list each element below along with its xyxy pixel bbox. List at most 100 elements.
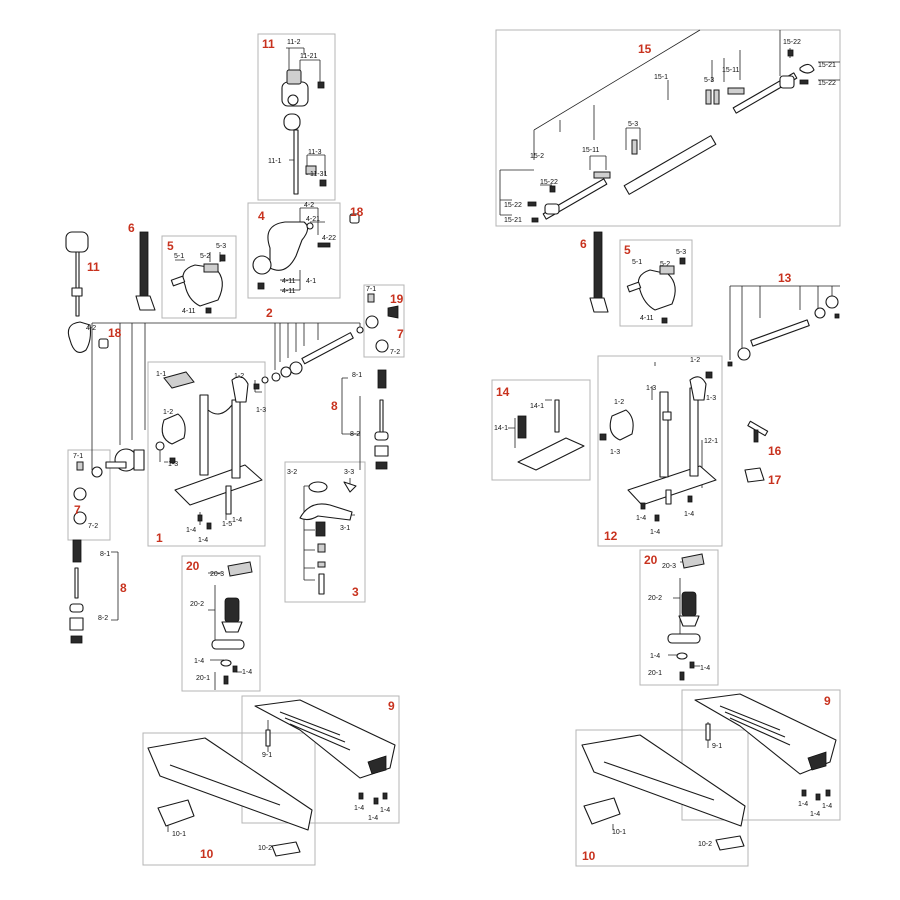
part-label: 1-3 — [256, 407, 266, 414]
part-label: 1-4 — [354, 805, 364, 812]
part-label: 11-1 — [268, 158, 282, 165]
section-11-left: 11 — [87, 260, 100, 274]
part-label: 20-3 — [210, 571, 224, 578]
part-label: 1-4 — [194, 658, 204, 665]
drive-shaft-2 — [261, 326, 364, 384]
part-label: 4-2 — [304, 202, 314, 209]
section-5: 5 — [167, 239, 174, 253]
part-label: 20-3 — [662, 563, 676, 570]
heel-spur-20-right — [667, 553, 705, 681]
part-label: 1-4 — [242, 669, 252, 676]
part-label: 4-11 — [282, 288, 296, 295]
baseplate-10 — [147, 737, 313, 857]
part-label: 9-1 — [712, 743, 722, 750]
part-label: 3-3 — [344, 469, 354, 476]
section-10: 10 — [200, 847, 214, 861]
bracket-14 — [517, 399, 585, 471]
part-label: 1-4 — [822, 803, 832, 810]
part-label: 4-11 — [182, 308, 196, 315]
box-20-right — [639, 549, 719, 686]
part-label: 7-2 — [88, 523, 98, 530]
part-label: 1-4 — [700, 665, 710, 672]
part-label: 1-3 — [168, 461, 178, 468]
part-label: 5-3 — [676, 249, 686, 256]
part-label: 3-1 — [340, 525, 350, 532]
part-label: 14-1 — [494, 425, 508, 432]
box-10-right — [575, 729, 749, 867]
part-label: 11-2 — [287, 39, 301, 46]
box-5-right — [619, 239, 693, 327]
part-label: 5-1 — [174, 253, 184, 260]
box-7-top — [363, 284, 405, 358]
part-label: 1-5 — [222, 521, 232, 528]
part-label: 5-3 — [704, 77, 714, 84]
section-6-right: 6 — [580, 237, 587, 251]
part-label: 11-21 — [300, 53, 317, 60]
part-label: 15-1 — [654, 74, 668, 81]
heel-spur-20 — [211, 561, 253, 685]
section-10-right: 10 — [582, 849, 596, 863]
part-18-left — [98, 338, 109, 349]
part-label: 1-2 — [234, 373, 244, 380]
part-label: 1-4 — [650, 529, 660, 536]
part-label: 1-4 — [380, 807, 390, 814]
section-2: 2 — [266, 306, 273, 320]
part-7-top — [365, 293, 399, 353]
chain-6 — [135, 231, 156, 311]
part-label: 1-3 — [646, 385, 656, 392]
part-label: 14-1 — [530, 403, 544, 410]
part-label: 1-2 — [690, 357, 700, 364]
spring-8-left — [69, 539, 84, 644]
part-label: 15-21 — [504, 217, 522, 224]
part-label: 1-4 — [650, 653, 660, 660]
section-9: 9 — [388, 699, 395, 713]
frame-12 — [599, 371, 717, 522]
shaft-13 — [727, 295, 840, 367]
section-6: 6 — [128, 221, 135, 235]
part-label: 4-11 — [282, 278, 296, 285]
part-label: 1-4 — [186, 527, 196, 534]
section-20: 20 — [186, 559, 200, 573]
box-3 — [284, 461, 366, 603]
right-assembly: 15 6 5 13 14 16 17 12 20 9 10 15-22 15-2… — [491, 29, 841, 867]
part-label: 1-2 — [163, 409, 173, 416]
box-11 — [257, 33, 336, 201]
part-7-bottom — [73, 461, 87, 525]
box-4 — [247, 202, 341, 299]
frame-1 — [161, 371, 263, 530]
section-19: 19 — [390, 292, 404, 306]
part-label: 10-2 — [698, 841, 712, 848]
part-label: 9-1 — [262, 752, 272, 759]
part-label: 12-1 — [704, 438, 718, 445]
link-assembly-15 — [527, 49, 815, 223]
part-label: 15-21 — [818, 62, 836, 69]
part-label: 1-4 — [368, 815, 378, 822]
box-1 — [147, 361, 266, 547]
part-label: 4-11 — [640, 315, 654, 322]
footboard-9 — [254, 699, 396, 805]
box-9 — [241, 695, 400, 824]
part-label: 1-4 — [798, 801, 808, 808]
part-label: 15-2 — [530, 153, 544, 160]
part-label: 1-4 — [232, 517, 242, 524]
baseplate-10-right — [581, 734, 746, 851]
box-14 — [491, 379, 591, 481]
box-9-right — [681, 689, 841, 821]
part-label: 8-1 — [100, 551, 110, 558]
part-label: 10-2 — [258, 845, 272, 852]
section-16: 16 — [768, 444, 782, 458]
box-7-bottom — [67, 449, 111, 541]
part-label: 1-4 — [684, 511, 694, 518]
section-15: 15 — [638, 42, 652, 56]
section-11-top: 11 — [262, 37, 275, 51]
section-18-top: 18 — [350, 205, 364, 219]
beater-assembly-11 — [281, 69, 327, 195]
section-17: 17 — [768, 473, 782, 487]
part-label: 7-1 — [366, 286, 376, 293]
cam-3 — [299, 481, 357, 595]
chain-6-right — [589, 231, 609, 313]
part-label: 20-2 — [190, 601, 204, 608]
part-label: 1-3 — [706, 395, 716, 402]
clamp-4-2-left — [67, 321, 92, 353]
